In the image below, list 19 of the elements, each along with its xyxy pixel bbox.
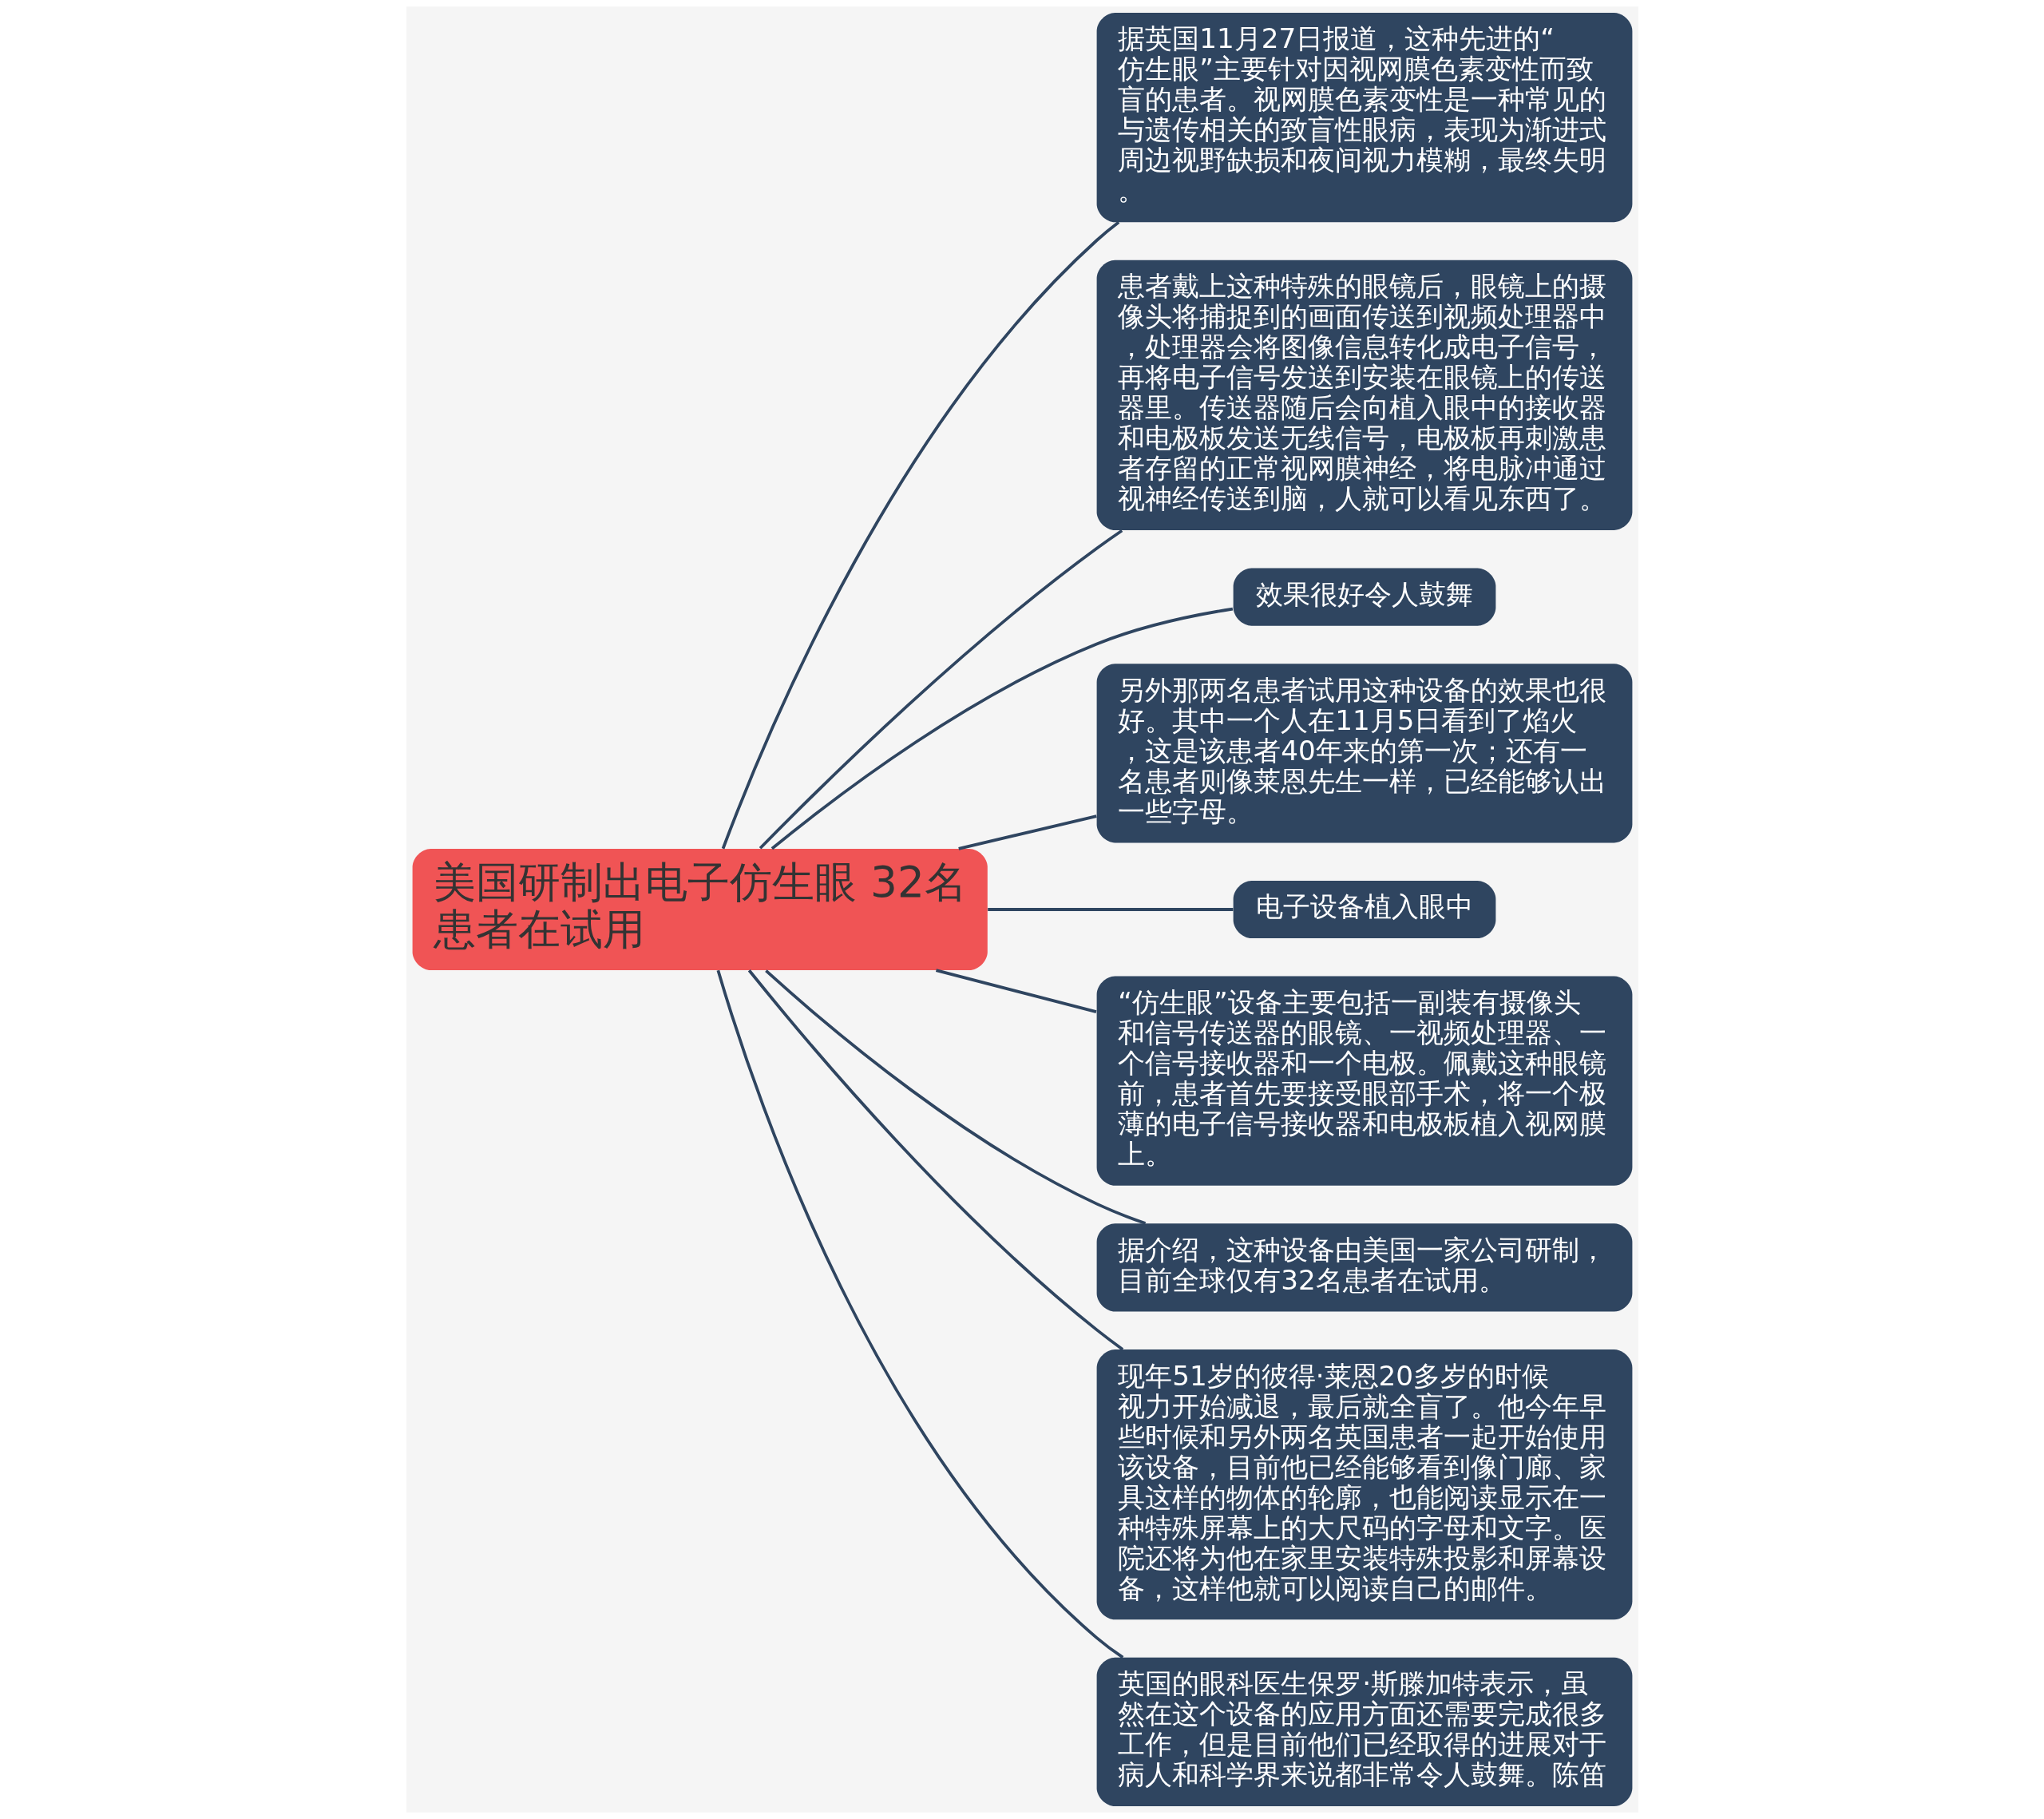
node-box: 另外那两名患者试用这种设备的效果也很好。其中一个人在11月5日看到了焰火，这是该患者40年来的第一次；还有一名患者则像莱恩先生一样，已经能够认出一些字母。 — [1096, 664, 1632, 843]
connector — [770, 607, 1233, 850]
node-box: 美国研制出电子仿生眼 32名患者在试用 — [412, 849, 988, 970]
node-box: 电子设备植入眼中 — [1233, 880, 1495, 939]
connector — [716, 969, 1123, 1659]
connector — [764, 969, 1146, 1225]
node-box: 英国的眼科医生保罗·斯滕加特表示，虽然在这个设备的应用方面还需要完成很多工作，但是目前他们已经取得的进展对于病人和科学界来说都非常令人鼓舞。陈笛 — [1096, 1657, 1632, 1807]
node-box: 据介绍，这种设备由美国一家公司研制，目前全球仅有32名患者在试用。 — [1096, 1223, 1632, 1312]
node-box: 患者戴上这种特殊的眼镜后，眼镜上的摄像头将捕捉到的画面传送到视频处理器中，处理器会将图像信息转化成电子信号，再将电子信号发送到安装在眼镜上的传送器里。传送器随后会向植入眼中的接收器和电极板发送无线信号，电极板再刺激患者存留的正常视网膜神经，将电脉冲通过视神经传送到脑，人就可以看见东西了。 — [1096, 260, 1632, 530]
connector — [935, 969, 1096, 1013]
connector — [987, 908, 1233, 911]
node-box: 现年51岁的彼得·莱恩20多岁的时候视力开始减退，最后就全盲了。他今年早些时候和另外两名英国患者一起开始使用该设备，目前他已经能够看到像门廊、家具这样的物体的轮廓，也能阅读显示在一种特殊屏幕上的大尺码的字母和文字。医院还将为他在家里安装特殊投影和屏幕设备，这样他就可以阅读自己的邮件。 — [1096, 1349, 1632, 1620]
node-box: 效果很好令人鼓舞 — [1233, 568, 1495, 626]
connector — [957, 814, 1097, 850]
node-box: 据英国11月27日报道，这种先进的“仿生眼”主要针对因视网膜色素变性而致盲的患者。视网膜色素变性是一种常见的与遗传相关的致盲性眼病，表现为渐进式周边视野缺损和夜间视力模糊，最终失明。 — [1096, 12, 1632, 223]
connector — [721, 220, 1119, 850]
connector — [747, 969, 1123, 1351]
connector — [759, 529, 1123, 850]
node-box: “仿生眼”设备主要包括一副装有摄像头和信号传送器的眼镜、一视频处理器、一个信号接收器和一个电极。佩戴这种眼镜前，患者首先要接受眼部手术，将一个极薄的电子信号接收器和电极板植入视网膜上。 — [1096, 976, 1632, 1186]
